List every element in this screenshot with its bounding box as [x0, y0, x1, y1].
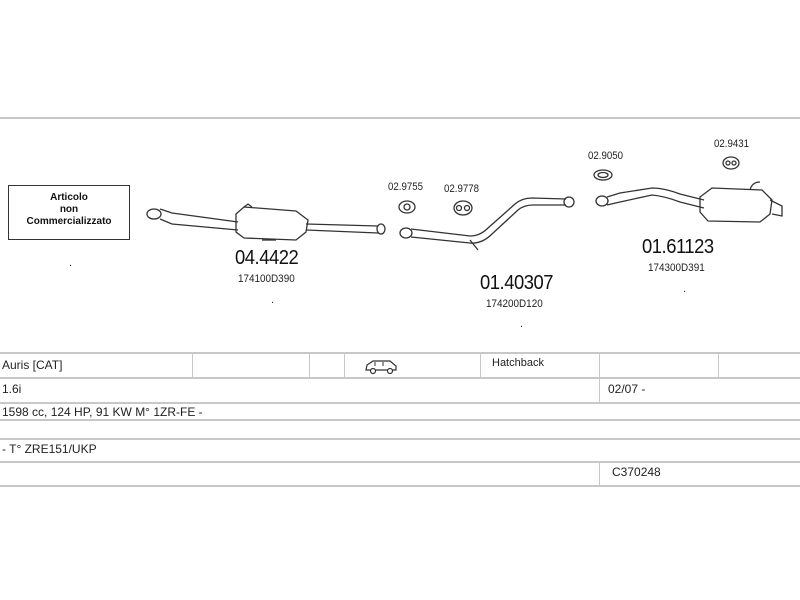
clamp-drawings — [398, 200, 473, 216]
table-line — [0, 485, 800, 487]
table-col-line — [599, 462, 600, 485]
catalog-code-cell: C370248 — [612, 465, 661, 479]
part-1-dot: . — [271, 294, 275, 306]
notice-line-1: Articolo — [50, 192, 88, 203]
front-catalytic-converter-drawing — [146, 203, 386, 241]
fitting-code-02-9755: 02.9755 — [388, 181, 423, 193]
part-ref-2: 174200D120 — [486, 298, 543, 310]
gasket-drawings — [593, 156, 740, 181]
part-code-3: 01.61123 — [642, 236, 714, 258]
body-type-cell: Hatchback — [492, 357, 544, 369]
diagram-bottom-divider — [0, 352, 800, 354]
table-col-line — [718, 353, 719, 377]
fitting-code-02-9778: 02.9778 — [444, 183, 479, 195]
intermediate-pipe-drawing — [399, 196, 575, 251]
notice-dot: . — [69, 257, 73, 269]
table-col-line — [599, 353, 600, 377]
table-line — [0, 419, 800, 421]
table-line — [0, 402, 800, 404]
table-line — [0, 461, 800, 463]
part-code-2: 01.40307 — [480, 272, 554, 294]
part-code-1: 04.4422 — [235, 247, 299, 269]
notice-line-2: non — [59, 204, 79, 215]
spec-cell: 1598 cc, 124 HP, 91 KW M° 1ZR-FE - — [2, 405, 203, 419]
type-cell: - T° ZRE151/UKP — [2, 442, 97, 456]
part-ref-1: 174100D390 — [238, 273, 295, 285]
part-ref-3: 174300D391 — [648, 262, 705, 274]
table-line — [0, 377, 800, 379]
engine-cell: 1.6i — [2, 382, 22, 396]
model-cell: Auris [CAT] — [2, 358, 63, 372]
table-col-line — [599, 378, 600, 402]
part-2-dot: . — [520, 318, 524, 330]
part-3-dot: . — [683, 283, 687, 295]
table-line — [0, 438, 800, 440]
fitting-code-02-9431: 02.9431 — [714, 138, 749, 150]
table-col-line — [309, 353, 310, 377]
top-divider — [0, 117, 800, 119]
exhaust-diagram — [146, 156, 783, 251]
rear-silencer-drawing — [595, 181, 783, 223]
table-col-line — [344, 353, 345, 377]
car-icon — [365, 360, 397, 375]
table-col-line — [192, 353, 193, 377]
table-col-line — [480, 353, 481, 377]
fitting-code-02-9050: 02.9050 — [588, 150, 623, 162]
notice-line-3: Commercializzato — [26, 216, 112, 227]
not-commercialized-notice: Articolo non Commercializzato — [8, 185, 130, 240]
date-cell: 02/07 - — [608, 382, 646, 396]
